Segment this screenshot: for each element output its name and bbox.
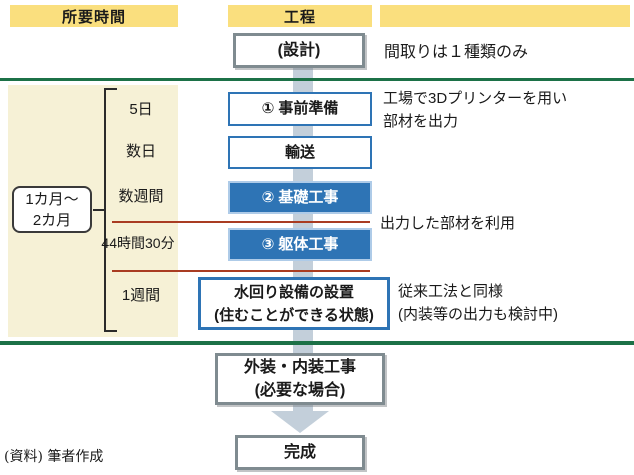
note-factory-line1: 工場で3Dプリンターを用い xyxy=(383,90,568,107)
note-conventional-line1: 従来工法と同様 xyxy=(398,283,504,300)
note-factory-line2: 部材を出力 xyxy=(383,113,459,130)
duration-prep: 5日 xyxy=(129,101,153,118)
step-plumbing-box: 水回り設備の設置 (住むことができる状態) xyxy=(198,277,390,330)
bracket-top-arm xyxy=(104,88,117,90)
note-design: 間取りは１種類のみ xyxy=(384,44,529,61)
duration-transport: 数日 xyxy=(125,143,156,160)
step-frame-box: ③ 躯体工事 xyxy=(228,228,372,261)
header-process-label: 工程 xyxy=(228,5,372,27)
total-duration-line2: 2カ月 xyxy=(32,211,72,229)
bracket-left-tick xyxy=(93,209,104,211)
bracket-vertical-line xyxy=(104,88,106,332)
total-duration-line1: 1カ月〜 xyxy=(25,190,79,208)
bracket-bottom-arm xyxy=(104,330,117,332)
step-complete-box: 完成 xyxy=(235,435,365,470)
header-time-label: 所要時間 xyxy=(10,5,178,27)
step-plumbing-line2: (住むことができる状態) xyxy=(214,306,374,324)
duration-frame: 44時間30分 xyxy=(101,235,175,251)
total-duration-box: 1カ月〜 2カ月 xyxy=(12,186,92,233)
step-foundation-box: ② 基礎工事 xyxy=(228,181,372,214)
note-factory: 工場で3Dプリンターを用い 部材を出力 xyxy=(383,87,567,133)
step-exterior-box: 外装・内装工事 (必要な場合) xyxy=(215,353,385,405)
duration-foundation: 数週間 xyxy=(118,188,164,205)
note-conventional: 従来工法と同様 (内装等の出力も検討中) xyxy=(398,280,558,326)
step-transport-box: 輸送 xyxy=(228,136,372,169)
step-plumbing-line1: 水回り設備の設置 xyxy=(233,283,354,301)
separator-line-bottom xyxy=(0,341,634,345)
flow-arrow-down-icon xyxy=(271,411,329,433)
step-exterior-line1: 外装・内装工事 xyxy=(243,359,356,376)
duration-plumbing: 1週間 xyxy=(121,287,161,304)
separator-line-top xyxy=(0,78,634,81)
step-exterior-line2: (必要な場合) xyxy=(254,382,346,399)
red-line-parts-top xyxy=(112,221,370,223)
note-parts: 出力した部材を利用 xyxy=(380,215,516,232)
step-design-box: (設計) xyxy=(233,33,365,68)
source-note: (資料) 筆者作成 xyxy=(4,449,104,465)
note-conventional-line2: (内装等の出力も検討中) xyxy=(398,306,558,323)
red-line-parts-bottom xyxy=(112,270,370,272)
step-prep-box: ① 事前準備 xyxy=(228,92,372,126)
header-notes-spacer xyxy=(380,5,630,27)
